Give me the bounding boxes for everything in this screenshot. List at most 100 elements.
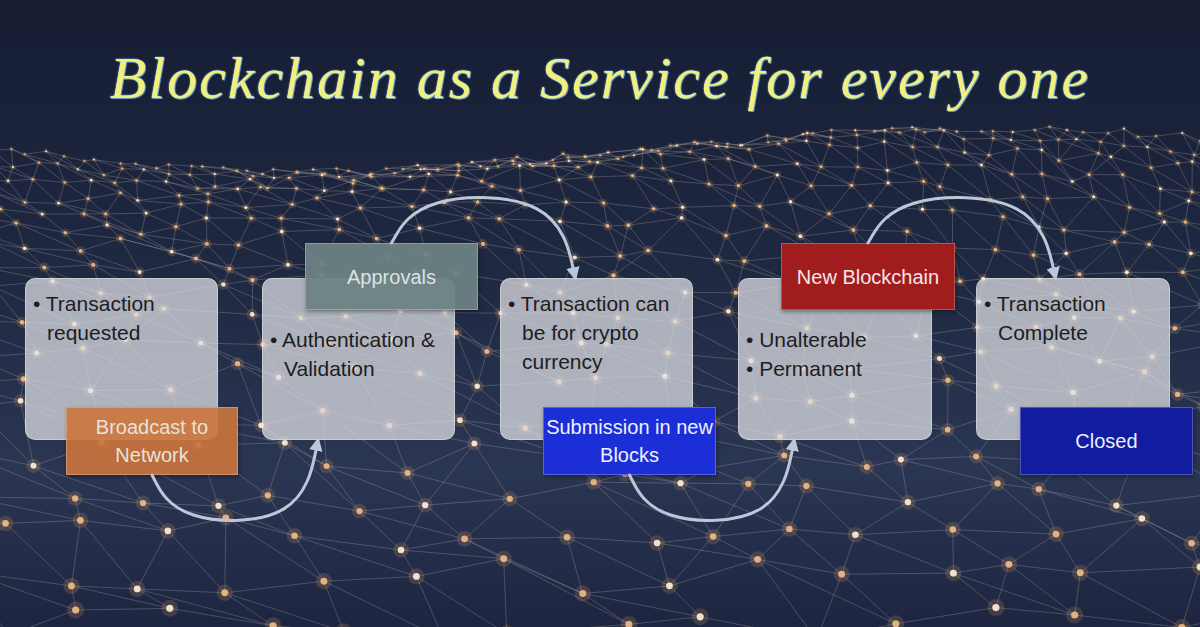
mesh-glow (1014, 145, 1020, 151)
mesh-glow (313, 194, 321, 202)
mesh-node (291, 203, 294, 206)
mesh-node (420, 168, 422, 170)
mesh-node (155, 167, 157, 169)
mesh-node (84, 160, 86, 162)
mesh-node (1040, 149, 1043, 152)
mesh-glow (348, 188, 356, 196)
mesh-glow (1062, 249, 1071, 258)
mesh-glow (543, 161, 549, 167)
mesh-glow (884, 179, 892, 187)
mesh-node (898, 457, 904, 463)
mesh-node (937, 356, 942, 361)
mesh-node (215, 503, 221, 509)
mesh-node (1071, 180, 1074, 183)
mesh-glow (746, 146, 752, 152)
mesh-node (1173, 326, 1178, 331)
mesh-node (951, 208, 955, 212)
mesh-glow (116, 234, 125, 243)
mesh-glow (453, 413, 466, 426)
mesh-node (973, 453, 979, 459)
mesh-node (688, 150, 691, 153)
mesh-node (250, 312, 255, 317)
mesh-glow (1090, 193, 1098, 201)
mesh-node (223, 515, 230, 522)
mesh-node (1092, 195, 1095, 198)
mesh-glow (881, 138, 887, 144)
mesh-node (1150, 166, 1153, 169)
mesh-glow (1191, 152, 1197, 158)
mesh-node (249, 178, 252, 181)
mesh-glow (234, 168, 240, 174)
mesh-node (1057, 138, 1059, 140)
mesh-glow (848, 527, 864, 543)
mesh-glow (900, 495, 915, 510)
mesh-node (91, 263, 95, 267)
mesh-node (352, 182, 355, 185)
mesh-node (1088, 173, 1091, 176)
mesh-node (518, 164, 521, 167)
mesh-glow (1031, 482, 1046, 497)
mesh-glow (550, 157, 555, 162)
mesh-glow (234, 240, 243, 249)
mesh-node (237, 243, 241, 247)
mesh-node (32, 178, 35, 181)
mesh-node (1113, 502, 1119, 508)
mesh-glow (1001, 556, 1017, 572)
mesh-glow (796, 232, 805, 241)
mesh-node (280, 230, 284, 234)
mesh-glow (562, 198, 571, 207)
mesh-node (639, 148, 641, 150)
mesh-glow (794, 160, 801, 167)
mesh-node (631, 174, 634, 177)
mesh-node (564, 534, 571, 541)
mesh-node (404, 470, 410, 476)
mesh-node (507, 496, 513, 502)
mesh-glow (598, 153, 603, 158)
mesh-glow (701, 156, 708, 163)
mesh-node (418, 226, 422, 230)
mesh-node (911, 146, 914, 149)
mesh-node (1071, 611, 1078, 618)
mesh-glow (603, 221, 612, 230)
mesh-glow (570, 252, 580, 262)
mesh-node (288, 177, 291, 180)
mesh-node (584, 156, 586, 158)
mesh-node (236, 187, 239, 190)
mesh-node (486, 167, 489, 170)
mesh-node (77, 168, 79, 170)
mesh-node (205, 242, 209, 246)
mesh-glow (319, 172, 325, 178)
mesh-glow (678, 203, 687, 212)
mesh-node (380, 186, 383, 189)
mesh-node (573, 255, 577, 259)
mesh-node (104, 212, 107, 215)
mesh-glow (649, 148, 654, 153)
mesh-glow (978, 161, 985, 168)
mesh-glow (575, 164, 582, 171)
mesh-node (1122, 231, 1126, 235)
mesh-node (599, 154, 601, 156)
mesh-node (250, 216, 254, 220)
mesh-node (244, 206, 247, 209)
mesh-glow (495, 164, 500, 169)
mesh-node (138, 270, 142, 274)
mesh-glow (316, 573, 332, 589)
mesh-node (767, 141, 769, 143)
mesh-node (456, 174, 459, 177)
mesh-glow (319, 459, 333, 473)
mesh-node (427, 172, 430, 175)
mesh-node (852, 531, 859, 538)
mesh-glow (218, 279, 229, 290)
mesh-glow (1169, 323, 1180, 334)
mesh-glow (91, 157, 96, 162)
stage-tag: New Blockchain (781, 243, 955, 310)
mesh-glow (137, 230, 146, 239)
mesh-glow (1189, 158, 1195, 164)
mesh-node (315, 196, 318, 199)
mesh-glow (674, 143, 680, 149)
mesh-node (1193, 154, 1195, 156)
mesh-node (529, 163, 531, 165)
mesh-node (512, 160, 515, 163)
mesh-node (905, 499, 911, 505)
mesh-node (1012, 131, 1014, 133)
